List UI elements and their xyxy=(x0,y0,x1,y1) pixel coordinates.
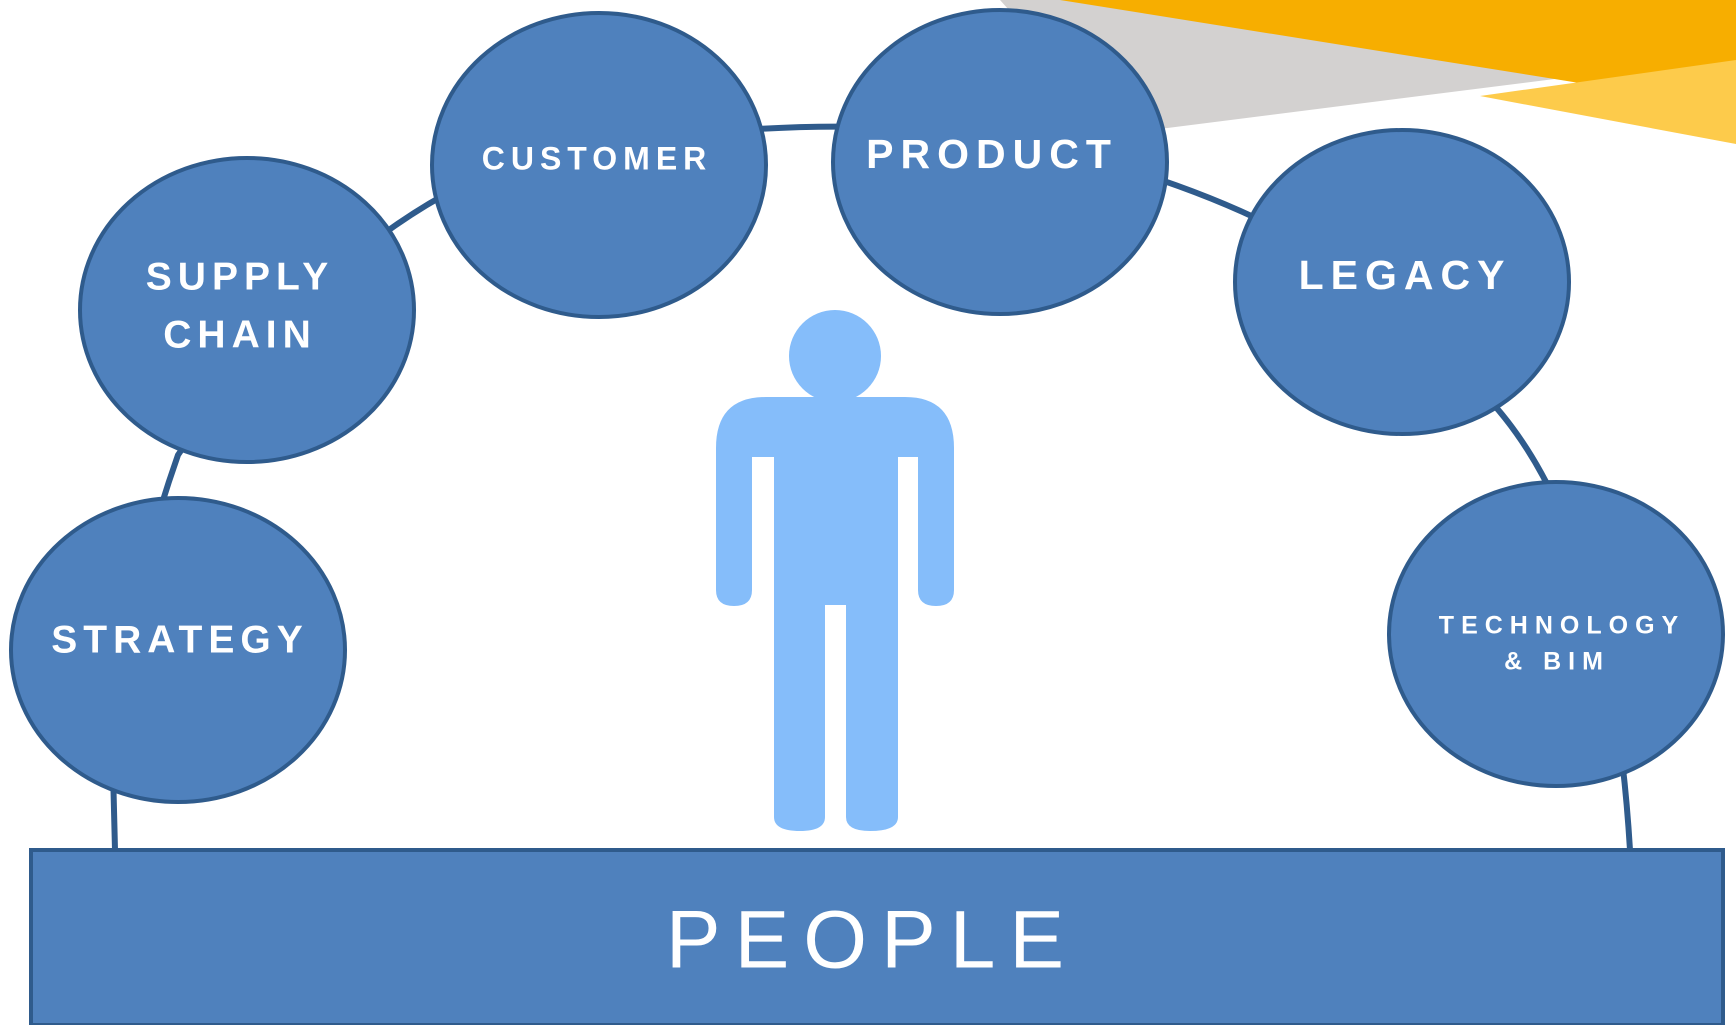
node-technology-bim-label-line2: & BIM xyxy=(1504,648,1610,676)
node-technology-bim: TECHNOLOGY & BIM xyxy=(1387,480,1725,788)
person-icon xyxy=(716,310,954,831)
node-product-label: PRODUCT xyxy=(866,131,1118,177)
node-supply-chain-circle xyxy=(78,156,416,464)
node-technology-bim-circle xyxy=(1387,480,1725,788)
node-customer-label: CUSTOMER xyxy=(482,140,713,176)
accent-yellow-band xyxy=(1480,60,1736,144)
accent-orange-band xyxy=(1060,0,1736,108)
people-base-bar xyxy=(29,848,1725,1027)
node-strategy-circle xyxy=(9,496,347,804)
node-legacy-label: LEGACY xyxy=(1299,252,1512,298)
node-supply-chain: SUPPLY CHAIN xyxy=(78,156,416,464)
node-legacy: LEGACY xyxy=(1233,128,1571,436)
people-base: PEOPLE xyxy=(29,848,1725,1027)
node-customer-circle xyxy=(430,11,768,319)
node-strategy-label: STRATEGY xyxy=(51,618,308,661)
node-product: PRODUCT xyxy=(831,8,1169,316)
people-base-label: PEOPLE xyxy=(666,895,1078,986)
node-customer: CUSTOMER xyxy=(430,11,768,319)
node-supply-chain-label-line2: CHAIN xyxy=(163,313,317,356)
node-legacy-circle xyxy=(1233,128,1571,436)
node-product-circle xyxy=(831,8,1169,316)
node-supply-chain-label-line1: SUPPLY xyxy=(146,255,334,298)
decorative-accent xyxy=(1000,0,1736,144)
node-technology-bim-label-line1: TECHNOLOGY xyxy=(1439,612,1685,640)
person-head xyxy=(789,310,881,402)
person-body xyxy=(716,397,954,831)
node-strategy: STRATEGY xyxy=(9,496,347,804)
